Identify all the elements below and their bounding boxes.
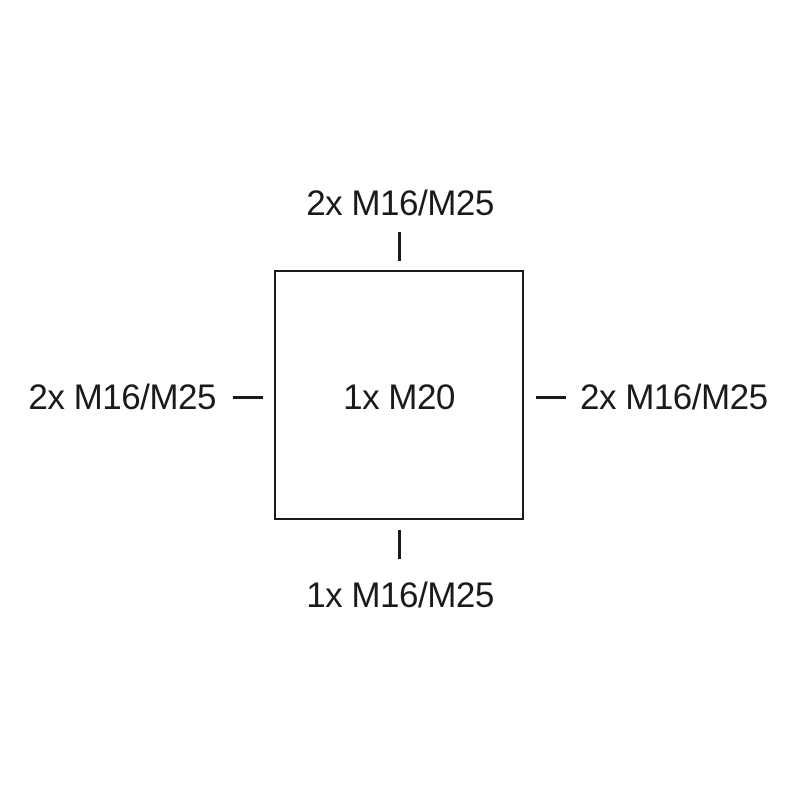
enclosure-box	[274, 270, 524, 520]
bottom-side-marker	[398, 530, 401, 559]
center-label: 1x M20	[343, 378, 455, 417]
top-side-marker	[398, 232, 401, 261]
top-side-label: 2x M16/M25	[306, 184, 494, 223]
right-side-marker	[536, 396, 566, 399]
right-side-label: 2x M16/M25	[580, 378, 768, 417]
left-side-label: 2x M16/M25	[28, 378, 216, 417]
left-side-marker	[233, 396, 263, 399]
bottom-side-label: 1x M16/M25	[306, 576, 494, 615]
